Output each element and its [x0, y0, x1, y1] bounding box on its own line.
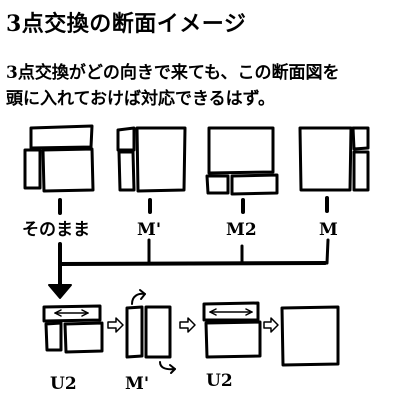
description-line-1: 3点交換がどの向きで来ても、この断面図を — [6, 63, 340, 83]
label-m: M — [319, 220, 338, 240]
label-step-u2-first: U2 — [50, 374, 77, 394]
cube-cross-section-original — [23, 124, 95, 193]
cube-sequence-u2-second — [202, 301, 262, 359]
step-arrow-3-icon — [263, 317, 279, 333]
cube-cross-section-m-prime — [116, 126, 187, 193]
flow-arrow-down-icon — [48, 284, 72, 299]
label-m2: M2 — [226, 220, 257, 240]
label-original: そのまま — [22, 220, 90, 240]
label-step-m-prime: M' — [125, 374, 149, 394]
cube-cross-section-m2 — [205, 126, 279, 196]
branch-m — [325, 238, 330, 265]
cube-sequence-u2-first — [42, 304, 104, 354]
cube-sequence-result — [280, 305, 340, 367]
cube-cross-section-m — [298, 126, 370, 192]
flow-line — [58, 242, 327, 266]
step-arrow-2-icon — [179, 317, 196, 333]
label-m-prime: M' — [137, 220, 161, 240]
step-arrow-1-icon — [107, 317, 124, 333]
page-title: 3点交換の断面イメージ — [6, 11, 247, 37]
cube-sequence-m-prime — [125, 289, 176, 374]
description-line-2: 頭に入れておけば対応できるはず。 — [6, 89, 275, 109]
label-step-u2-second: U2 — [206, 371, 233, 391]
